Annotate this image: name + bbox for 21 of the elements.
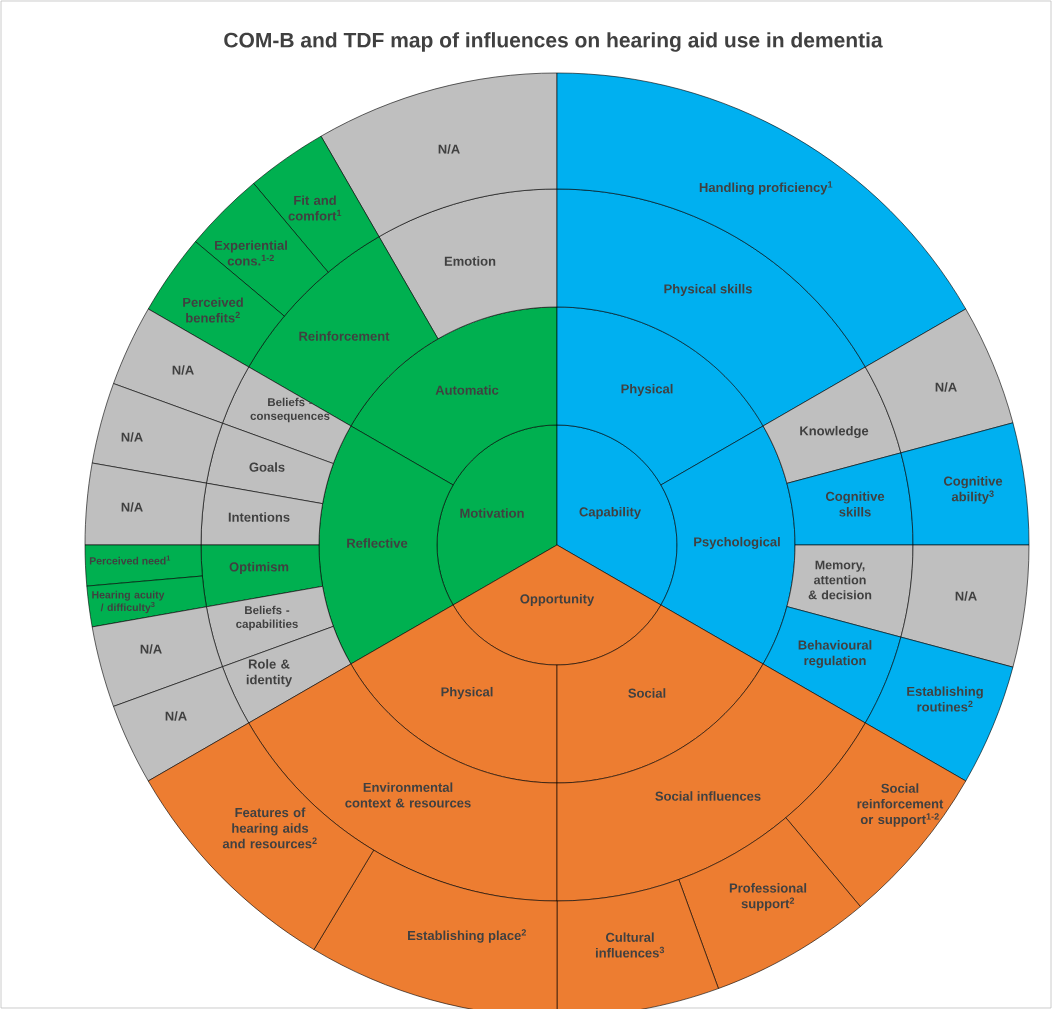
node-label: Cultural influences$^{3}$ [595, 932, 665, 958]
node-label: Establishing place$^{2}$ [408, 929, 526, 943]
sunburst-segment: Cultural influences$^{3}$ [556, 879, 719, 1009]
sunburst-segment: Knowledge [762, 366, 902, 484]
sunburst-segment: Establishing place$^{2}$ [313, 849, 558, 1009]
sunburst-segment: Memory, attention & decision [786, 544, 914, 638]
sunburst-segment: Reflective [318, 425, 454, 665]
sunburst-segment: Goals [206, 422, 334, 504]
sunburst-segment: N/A [84, 462, 207, 546]
sunburst-segment: Cognitive skills [786, 452, 914, 546]
sunburst-segment: Opportunity [452, 544, 662, 666]
sunburst-segment: Perceived need$^{1}$ [84, 544, 203, 587]
sunburst-segment: Physical [556, 306, 764, 486]
chart-title: COM-B and TDF map of influences on hearing aid use in dementia [224, 32, 883, 52]
sunburst-segment: Cognitive ability$^{3}$ [900, 422, 1030, 546]
sunburst-segment: Intentions [200, 482, 323, 546]
sunburst-segment: N/A [91, 383, 223, 484]
sunburst-segment: Professional support$^{2}$ [678, 817, 861, 989]
sunburst-segment: N/A [900, 544, 1030, 668]
sunburst-segment: Behavioural regulation [762, 606, 902, 724]
sunburst-segment: Hearing acuity / difficulty$^{3}$ [86, 575, 207, 628]
